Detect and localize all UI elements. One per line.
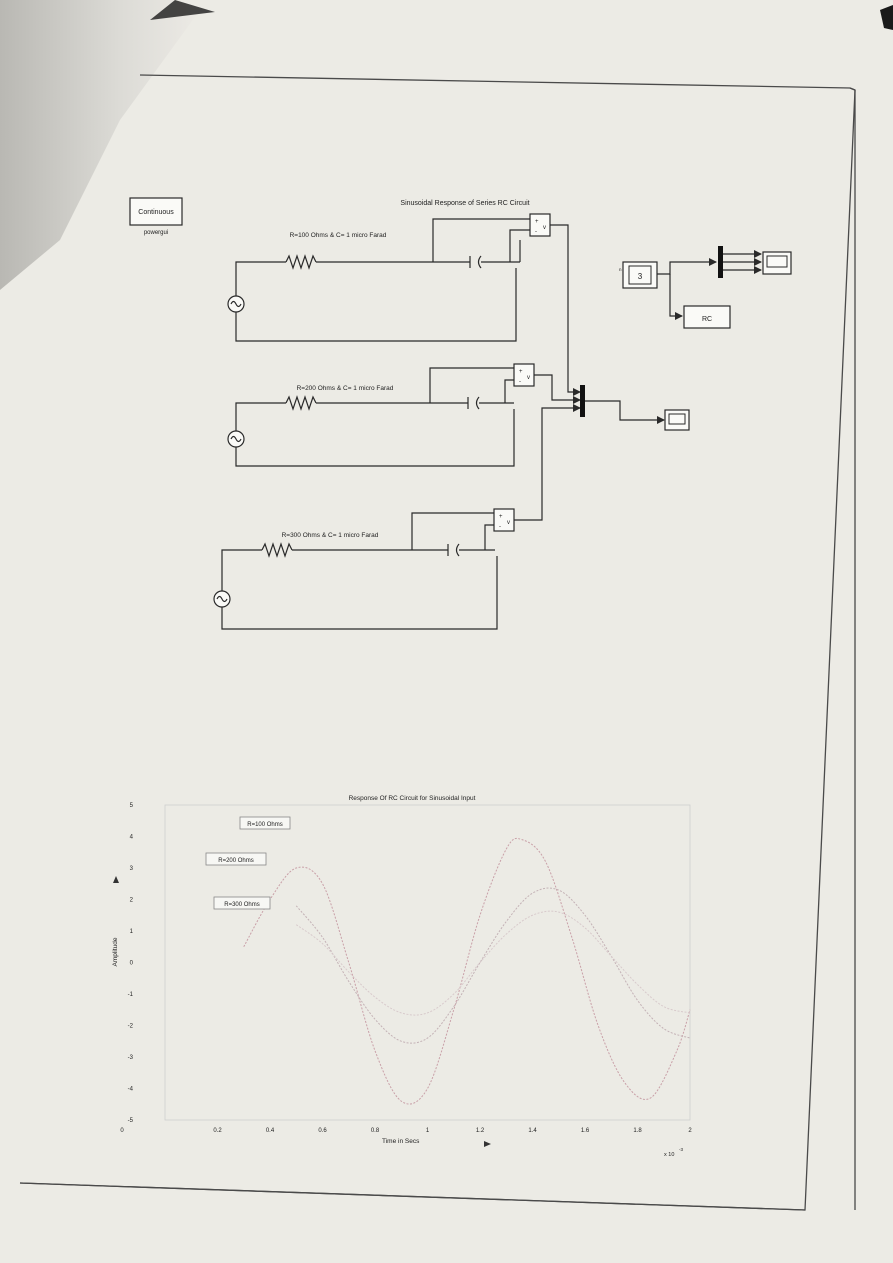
voltmeter-1[interactable] xyxy=(529,213,551,237)
x-axis-label: Time in Secs xyxy=(382,1138,420,1145)
page-curl-shadow xyxy=(150,0,215,20)
annotation-1: R=100 Ohms xyxy=(247,822,283,828)
x-tick-label: 1.4 xyxy=(528,1128,537,1134)
svg-text:-: - xyxy=(519,379,521,385)
voltmeter-2[interactable] xyxy=(513,363,535,387)
svg-text:v: v xyxy=(543,225,546,231)
annotation-box-1 xyxy=(239,816,291,830)
plot-area xyxy=(164,804,691,1121)
powergui-label: Continuous xyxy=(138,209,174,216)
x-multiplier: x 10 xyxy=(664,1152,674,1158)
mux-block[interactable] xyxy=(580,385,585,417)
x-tick-label: 2 xyxy=(688,1128,692,1134)
rc-subsystem-block[interactable] xyxy=(683,305,731,329)
y-tick-label: -5 xyxy=(128,1118,134,1124)
y-tick-label: 1 xyxy=(130,929,134,935)
y-axis-arrow-icon xyxy=(113,876,119,883)
chart-title: Response Of RC Circuit for Sinusoidal In… xyxy=(349,795,476,802)
y-tick-label: 5 xyxy=(130,803,134,809)
corner-mark xyxy=(880,5,893,30)
annotation-box-3 xyxy=(213,896,271,910)
y-tick-label: 2 xyxy=(130,898,134,904)
annotation-3: R=300 Ohms xyxy=(224,902,260,908)
x-axis-arrow-icon xyxy=(484,1141,491,1147)
y-tick-label: -3 xyxy=(128,1055,134,1061)
svg-text:n: n xyxy=(619,267,622,272)
x-tick-label: 0 xyxy=(120,1128,124,1134)
svg-text:v: v xyxy=(507,520,510,526)
simulink-diagram: Sinusoidal Response of Series RC Circuit… xyxy=(129,197,792,630)
y-tick-label: -2 xyxy=(128,1024,134,1030)
rc-subsystem-label: RC xyxy=(702,316,712,323)
annotation-2: R=200 Ohms xyxy=(218,858,254,864)
branch-3-label: R=300 Ohms & C= 1 micro Farad xyxy=(282,532,379,539)
series-line-2 xyxy=(295,887,691,1044)
rc-branch-2: R=200 Ohms & C= 1 micro Farad + - v xyxy=(227,363,581,467)
x-tick-label: 1.2 xyxy=(476,1128,485,1134)
response-chart: Response Of RC Circuit for Sinusoidal In… xyxy=(112,795,692,1158)
series-line-1 xyxy=(243,837,691,1105)
svg-text:v: v xyxy=(527,375,530,381)
y-axis-label: Amplitude xyxy=(112,937,119,966)
x-tick-label: 0.2 xyxy=(213,1128,222,1134)
series-layer xyxy=(243,837,691,1105)
svg-text:-: - xyxy=(535,229,537,235)
powergui-block[interactable] xyxy=(129,197,183,226)
annotation-box-2 xyxy=(205,852,267,866)
branch-2-label: R=200 Ohms & C= 1 micro Farad xyxy=(297,385,394,392)
x-tick-label: 1 xyxy=(426,1128,430,1134)
page-border-bottom xyxy=(19,1182,806,1211)
x-tick-label: 1.6 xyxy=(581,1128,590,1134)
scope-block-2[interactable] xyxy=(762,251,792,275)
x-tick-label: 0.6 xyxy=(318,1128,327,1134)
svg-text:+: + xyxy=(535,219,539,225)
x-tick-label: 0.8 xyxy=(371,1128,380,1134)
y-tick-label: 4 xyxy=(130,835,134,841)
x-tick-label: 0.4 xyxy=(266,1128,275,1134)
y-tick-label: -1 xyxy=(128,992,134,998)
x-tick-label: 1.8 xyxy=(633,1128,642,1134)
x-axis: 0 0.2 0.4 0.6 0.8 1 1.2 1.4 1.6 1.8 2 xyxy=(120,1128,692,1134)
mux-block-2[interactable] xyxy=(718,246,723,278)
powergui-caption: powergui xyxy=(144,230,168,236)
x-multiplier-exp: -3 xyxy=(679,1147,683,1152)
rc-branch-3: R=300 Ohms & C= 1 micro Farad + - v xyxy=(213,404,581,630)
voltmeter-3[interactable] xyxy=(493,508,515,532)
y-tick-label: -4 xyxy=(128,1087,134,1093)
y-tick-label: 0 xyxy=(130,961,134,967)
diagram-title: Sinusoidal Response of Series RC Circuit xyxy=(400,200,529,207)
scope-block[interactable] xyxy=(664,409,690,431)
svg-text:-: - xyxy=(499,524,501,530)
page-curl xyxy=(0,0,200,290)
constant-value: 3 xyxy=(638,272,643,281)
svg-text:+: + xyxy=(519,369,523,375)
y-tick-label: 3 xyxy=(130,866,134,872)
svg-text:+: + xyxy=(499,514,503,520)
rc-branch-1: R=100 Ohms & C= 1 micro Farad + - v xyxy=(227,213,581,396)
y-axis: 5 4 3 2 1 0 -1 -2 -3 -4 -5 xyxy=(128,803,134,1124)
branch-1-label: R=100 Ohms & C= 1 micro Farad xyxy=(290,232,387,239)
